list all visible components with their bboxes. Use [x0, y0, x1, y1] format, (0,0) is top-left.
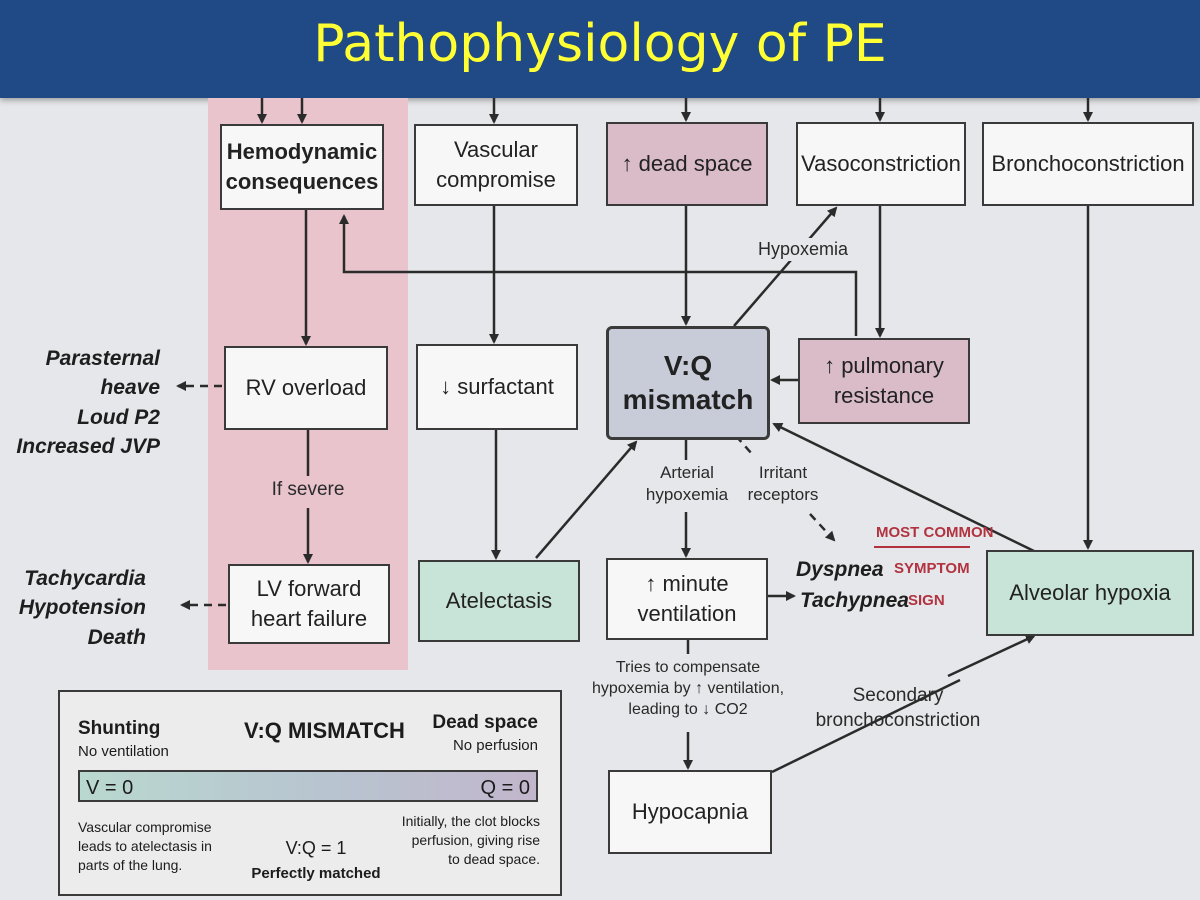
vq-gradient-bar: V = 0 Q = 0 [78, 770, 538, 802]
sign-parasternal-heave: Parasternal heave [45, 347, 160, 400]
most-common-label: MOST COMMON [876, 524, 994, 541]
vascular-compromise-box: Vascular compromise [414, 124, 578, 206]
legend-no-ventilation: No ventilation [78, 743, 169, 760]
legend-title: V:Q MISMATCH [244, 718, 405, 743]
sign-increased-jvp: Increased JVP [16, 435, 160, 459]
if-severe-label: If severe [271, 479, 345, 500]
vq-mismatch-legend: Shunting No ventilation V:Q MISMATCH Dea… [58, 690, 562, 896]
secondary-bronchoconstriction-label: Secondary bronchoconstriction [815, 685, 981, 731]
minute-ventilation-box: ↑ minute ventilation [606, 558, 768, 640]
lv-signs: Tachycardia Hypotension Death [10, 564, 146, 652]
sign-death: Death [87, 625, 146, 649]
sign-loud-p2: Loud P2 [77, 405, 160, 429]
lv-failure-box: LV forward heart failure [228, 564, 390, 644]
alveolar-hypoxia-box: Alveolar hypoxia [986, 550, 1194, 636]
legend-right-note: Initially, the clot blocks perfusion, gi… [401, 813, 540, 867]
legend-v-zero: V = 0 [86, 777, 134, 799]
title-bar: Pathophysiology of PE [0, 0, 1200, 98]
sign-tachycardia: Tachycardia [24, 567, 146, 590]
legend-vq-one: V:Q = 1 [285, 838, 347, 858]
vq-mismatch-box: V:Q mismatch [606, 326, 770, 440]
legend-left-note: Vascular compromise leads to atelectasis… [78, 819, 212, 873]
sign-label: SIGN [908, 592, 945, 609]
legend-no-perfusion: No perfusion [452, 737, 538, 754]
compensate-label: Tries to compensate hypoxemia by ↑ venti… [584, 658, 792, 721]
hemodynamic-consequences-box: Hemodynamic consequences [220, 124, 384, 210]
legend-dead-space: Dead space [432, 712, 538, 733]
rv-signs: Parasternal heave Loud P2 Increased JVP [0, 344, 160, 462]
surfactant-box: ↓ surfactant [416, 344, 578, 430]
page-title: Pathophysiology of PE [313, 14, 887, 74]
legend-perfectly-matched: Perfectly matched [251, 865, 381, 882]
hypocapnia-box: Hypocapnia [608, 770, 772, 854]
sign-hypotension: Hypotension [18, 596, 146, 620]
bronchoconstriction-box: Bronchoconstriction [982, 122, 1194, 206]
tachypnea-label: Tachypnea [800, 589, 909, 612]
symptom-label: SYMPTOM [894, 560, 970, 577]
pulmonary-resistance-box: ↑ pulmonary resistance [798, 338, 970, 424]
hypoxemia-label: Hypoxemia [748, 238, 858, 262]
atelectasis-box: Atelectasis [418, 560, 580, 642]
legend-q-zero: Q = 0 [480, 777, 530, 799]
dead-space-box: ↑ dead space [606, 122, 768, 206]
vasoconstriction-box: Vasoconstriction [796, 122, 966, 206]
legend-shunting: Shunting [78, 718, 161, 739]
arterial-hypoxemia-label: Arterial hypoxemia [645, 463, 729, 505]
rv-overload-box: RV overload [224, 346, 388, 430]
dyspnea-label: Dyspnea [796, 558, 884, 581]
irritant-receptors-label: Irritant receptors [747, 463, 819, 505]
